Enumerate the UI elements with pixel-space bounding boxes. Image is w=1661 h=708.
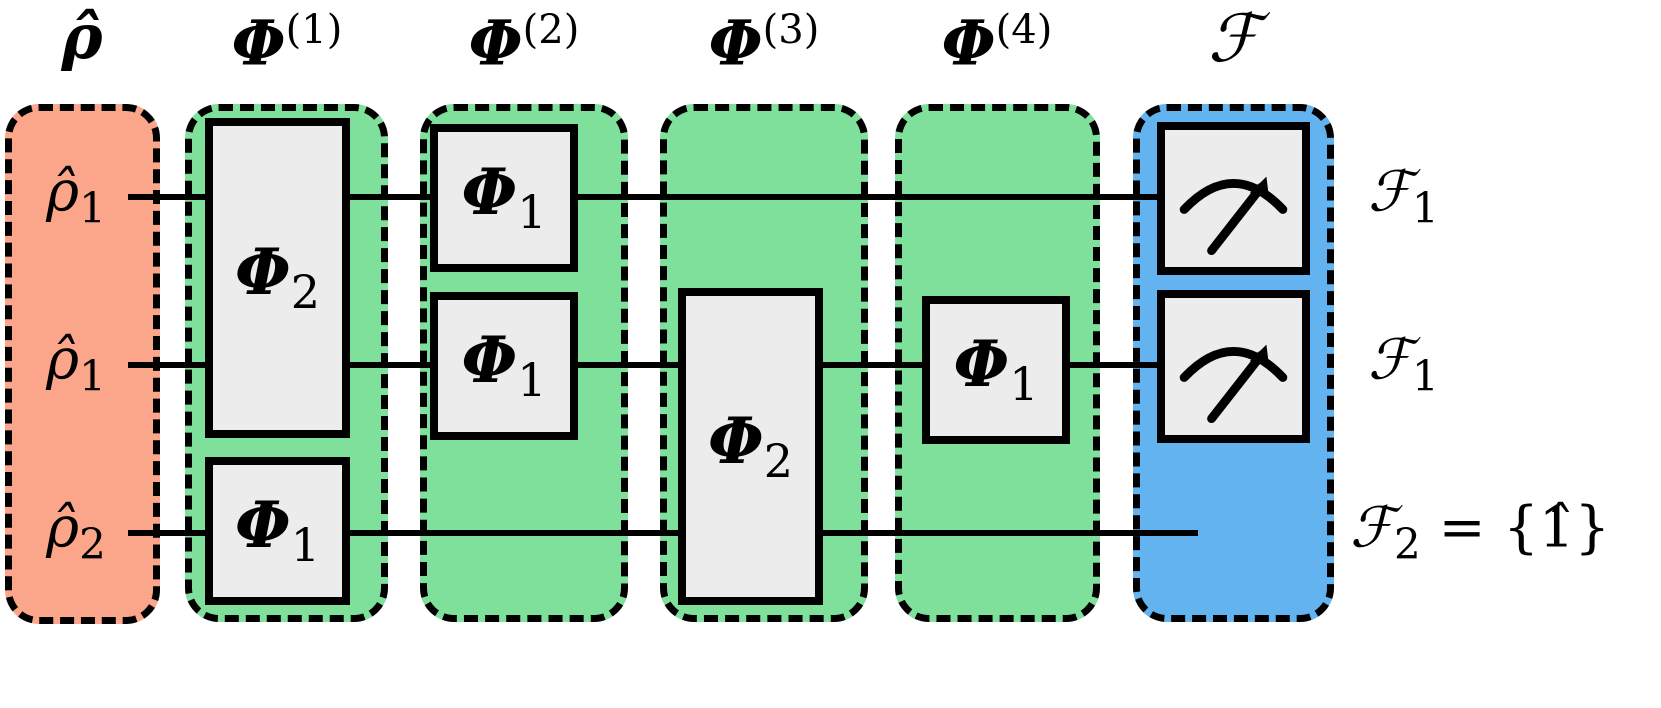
header-phi-3-sup: (3) bbox=[762, 7, 820, 53]
meter-gauge-icon bbox=[1179, 344, 1288, 424]
input-label-rho-3-sub: 2 bbox=[79, 519, 106, 569]
input-label-rho-3-base: ρ̂ bbox=[46, 495, 80, 561]
gate-phi1-column1-base: Φ bbox=[234, 488, 291, 564]
input-label-rho-2: ρ̂1 bbox=[46, 332, 106, 397]
input-label-rho-3: ρ̂2 bbox=[46, 500, 106, 565]
output-label-wire2: ℱ1 bbox=[1368, 332, 1439, 397]
gate-phi2-column1[interactable]: Φ2 bbox=[205, 118, 350, 438]
measurement-meter-icon-wire1[interactable] bbox=[1157, 122, 1310, 275]
wire-3-overlay bbox=[128, 530, 1198, 536]
gate-phi1-column4-label: Φ1 bbox=[953, 333, 1038, 407]
output-label-wire2-sub: 1 bbox=[1412, 351, 1439, 401]
gate-phi1-column2-wire2-sub: 1 bbox=[517, 352, 547, 407]
gate-phi1-column4-sub: 1 bbox=[1009, 356, 1039, 411]
measurement-meter-icon-wire2[interactable] bbox=[1157, 290, 1310, 443]
gate-phi2-column1-label: Φ2 bbox=[235, 241, 320, 315]
output-label-wire3: ℱ2 = {1̂} bbox=[1350, 500, 1610, 565]
gate-phi2-column3[interactable]: Φ2 bbox=[678, 288, 823, 605]
wire-1-overlay bbox=[128, 194, 1228, 200]
input-label-rho-1: ρ̂1 bbox=[46, 164, 106, 229]
output-label-wire1: ℱ1 bbox=[1368, 164, 1439, 229]
gate-phi2-column3-base: Φ bbox=[707, 403, 764, 479]
header-phi-2: Φ(2) bbox=[469, 10, 580, 75]
gate-phi1-column4-base: Φ bbox=[953, 327, 1010, 403]
gate-phi1-column2-wire2[interactable]: Φ1 bbox=[430, 292, 578, 440]
header-measurement-text: ℱ bbox=[1208, 0, 1260, 77]
output-label-wire1-cal: ℱ bbox=[1368, 159, 1413, 225]
output-label-wire2-cal: ℱ bbox=[1368, 327, 1413, 393]
header-phi-1-sup: (1) bbox=[285, 7, 343, 53]
header-measurement: ℱ bbox=[1208, 6, 1260, 72]
gate-phi1-column2-wire1[interactable]: Φ1 bbox=[430, 124, 578, 272]
header-phi-2-sup: (2) bbox=[522, 7, 580, 53]
output-label-wire3-cal: ℱ bbox=[1350, 495, 1395, 561]
gate-phi1-column2-wire1-sub: 1 bbox=[517, 184, 547, 239]
gate-phi1-column1-sub: 1 bbox=[290, 517, 321, 572]
output-label-wire3-rest: = {1̂} bbox=[1420, 495, 1611, 561]
output-label-wire3-sub: 2 bbox=[1394, 519, 1421, 569]
header-phi-3: Φ(3) bbox=[709, 10, 820, 75]
gate-phi1-column2-wire2-label: Φ1 bbox=[461, 329, 546, 403]
input-label-rho-1-base: ρ̂ bbox=[46, 159, 80, 225]
gate-phi1-column2-wire2-base: Φ bbox=[461, 323, 518, 399]
header-phi-1: Φ(1) bbox=[232, 10, 343, 75]
header-phi-1-base: Φ bbox=[231, 6, 286, 80]
input-label-rho-2-base: ρ̂ bbox=[46, 327, 80, 393]
header-phi-4-sup: (4) bbox=[995, 7, 1053, 53]
meter-gauge-icon bbox=[1179, 176, 1288, 256]
gate-phi2-column3-label: Φ2 bbox=[708, 409, 794, 488]
gate-phi1-column2-wire1-label: Φ1 bbox=[461, 161, 546, 235]
gate-phi2-column1-sub: 2 bbox=[290, 264, 321, 319]
header-phi-4: Φ(4) bbox=[942, 10, 1053, 75]
gate-phi1-column4[interactable]: Φ1 bbox=[922, 296, 1070, 444]
input-label-rho-1-sub: 1 bbox=[79, 183, 106, 233]
gate-phi1-column1[interactable]: Φ1 bbox=[205, 457, 350, 605]
gate-phi2-column1-base: Φ bbox=[234, 235, 291, 311]
output-label-wire1-sub: 1 bbox=[1412, 183, 1439, 233]
gate-phi2-column3-sub: 2 bbox=[763, 433, 794, 488]
input-label-rho-2-sub: 1 bbox=[79, 351, 106, 401]
header-phi-4-base: Φ bbox=[941, 6, 996, 80]
header-rho-text: ρ̂ bbox=[61, 0, 103, 73]
header-phi-2-base: Φ bbox=[468, 6, 523, 80]
gate-phi1-column1-label: Φ1 bbox=[235, 494, 320, 568]
header-phi-3-base: Φ bbox=[708, 6, 763, 80]
header-rho: ρ̂ bbox=[61, 6, 102, 68]
gate-phi1-column2-wire1-base: Φ bbox=[461, 155, 518, 231]
